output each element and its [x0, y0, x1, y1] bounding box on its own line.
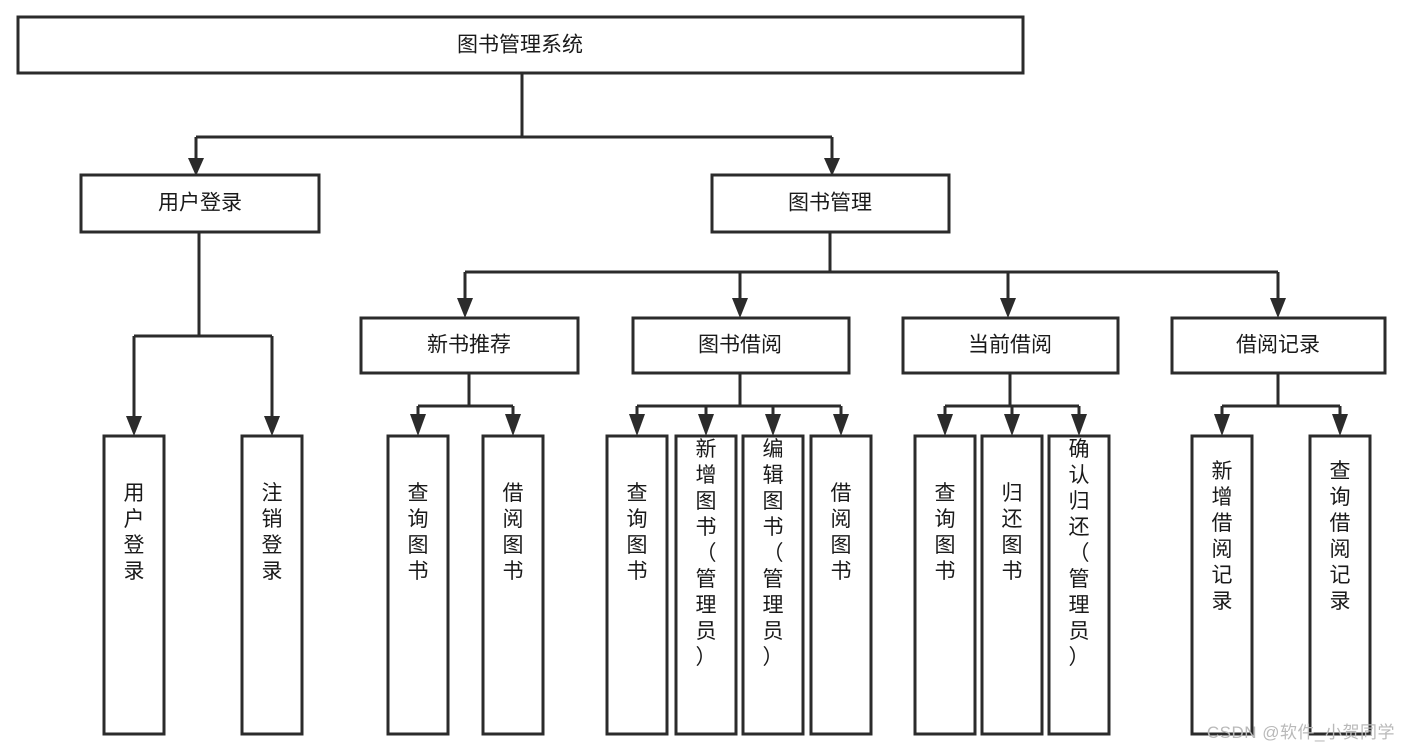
node-current-label: 当前借阅 [968, 334, 1052, 357]
node-record-box[interactable] [1170, 316, 1387, 375]
node-leaf-3-label: 查询图书 [408, 482, 429, 583]
node-leaf-7-label: 编辑图书（管理员） [763, 438, 784, 669]
node-bookmgmt[interactable]: 图书管理 [710, 173, 951, 234]
node-leaf-2[interactable]: 注销登录 [240, 434, 304, 736]
arrowhead-leaf-1 [126, 416, 142, 436]
arrowhead-leaf-9 [937, 414, 953, 436]
node-leaf-6-label: 新增图书（管理员） [696, 438, 717, 669]
arrowhead-leaf-10 [1004, 414, 1020, 436]
node-leaf-13-label: 查询借阅记录 [1330, 460, 1351, 613]
node-leaf-4-box[interactable] [481, 434, 545, 736]
arrowhead-borrow [732, 298, 748, 318]
arrowhead-leaf-3 [410, 414, 426, 436]
node-login[interactable]: 用户登录 [79, 173, 321, 234]
node-current[interactable]: 当前借阅 [901, 316, 1120, 375]
node-leaf-11-box[interactable] [1047, 434, 1111, 736]
node-leaf-10[interactable]: 归还图书 [980, 434, 1044, 736]
node-leaf-5[interactable]: 查询图书 [605, 434, 669, 736]
arrowhead-leaf-5 [629, 414, 645, 436]
node-borrow-box[interactable] [631, 316, 851, 375]
arrowhead-leaf-8 [833, 414, 849, 436]
arrowhead-leaf-13 [1332, 414, 1348, 436]
node-leaf-11-label: 确认归还（管理员） [1069, 438, 1090, 669]
node-leaf-5-label: 查询图书 [627, 482, 648, 583]
node-leaf-8-label: 借阅图书 [831, 482, 852, 583]
arrowhead-leaf-2 [264, 416, 280, 436]
arrowhead-bookmgmt [824, 158, 840, 176]
node-current-box[interactable] [901, 316, 1120, 375]
arrowhead-newbook [457, 298, 473, 318]
connector-layer [126, 73, 1348, 436]
node-leaf-2-label: 注销登录 [262, 482, 283, 583]
node-leaf-10-box[interactable] [980, 434, 1044, 736]
node-leaf-9-box[interactable] [913, 434, 977, 736]
node-leaf-5-box[interactable] [605, 434, 669, 736]
node-leaf-3-box[interactable] [386, 434, 450, 736]
node-leaf-6[interactable]: 新增图书（管理员） [674, 434, 738, 736]
node-login-box[interactable] [79, 173, 321, 234]
node-leaf-6-box[interactable] [674, 434, 738, 736]
node-record[interactable]: 借阅记录 [1170, 316, 1387, 375]
node-leaf-12-box[interactable] [1190, 434, 1254, 736]
node-leaf-1-label: 用户登录 [124, 482, 145, 583]
node-leaf-11[interactable]: 确认归还（管理员） [1047, 434, 1111, 736]
arrowhead-current [1000, 298, 1016, 318]
node-newbook-label: 新书推荐 [427, 334, 511, 357]
arrowhead-leaf-4 [505, 414, 521, 436]
node-record-label: 借阅记录 [1236, 334, 1320, 357]
node-leaf-8-box[interactable] [809, 434, 873, 736]
arrowhead-leaf-12 [1214, 414, 1230, 436]
node-leaf-7[interactable]: 编辑图书（管理员） [741, 434, 805, 736]
node-root-label: 图书管理系统 [457, 34, 583, 57]
arrowhead-record [1270, 298, 1286, 318]
node-root[interactable]: 图书管理系统 [16, 15, 1025, 75]
node-leaf-1[interactable]: 用户登录 [102, 434, 166, 736]
node-login-label: 用户登录 [158, 192, 242, 215]
arrowhead-login [188, 158, 204, 176]
node-leaf-12[interactable]: 新增借阅记录 [1190, 434, 1254, 736]
node-leaf-9-label: 查询图书 [935, 482, 956, 583]
node-root-box[interactable] [16, 15, 1025, 75]
node-borrow-label: 图书借阅 [698, 334, 782, 357]
node-newbook[interactable]: 新书推荐 [359, 316, 580, 375]
arrowhead-leaf-11 [1071, 414, 1087, 436]
node-leaf-10-label: 归还图书 [1002, 482, 1023, 583]
node-leaf-1-box[interactable] [102, 434, 166, 736]
node-leaf-9[interactable]: 查询图书 [913, 434, 977, 736]
node-leaf-13-box[interactable] [1308, 434, 1372, 736]
node-bookmgmt-label: 图书管理 [788, 192, 872, 215]
node-newbook-box[interactable] [359, 316, 580, 375]
node-leaf-8[interactable]: 借阅图书 [809, 434, 873, 736]
node-bookmgmt-box[interactable] [710, 173, 951, 234]
arrowhead-leaf-7 [765, 414, 781, 436]
node-leaf-7-box[interactable] [741, 434, 805, 736]
node-leaf-4-label: 借阅图书 [503, 482, 524, 583]
node-leaf-12-label: 新增借阅记录 [1212, 460, 1233, 613]
node-leaf-2-box[interactable] [240, 434, 304, 736]
node-leaf-13[interactable]: 查询借阅记录 [1308, 434, 1372, 736]
node-leaf-3[interactable]: 查询图书 [386, 434, 450, 736]
arrowhead-leaf-6 [698, 414, 714, 436]
node-borrow[interactable]: 图书借阅 [631, 316, 851, 375]
node-leaf-4[interactable]: 借阅图书 [481, 434, 545, 736]
